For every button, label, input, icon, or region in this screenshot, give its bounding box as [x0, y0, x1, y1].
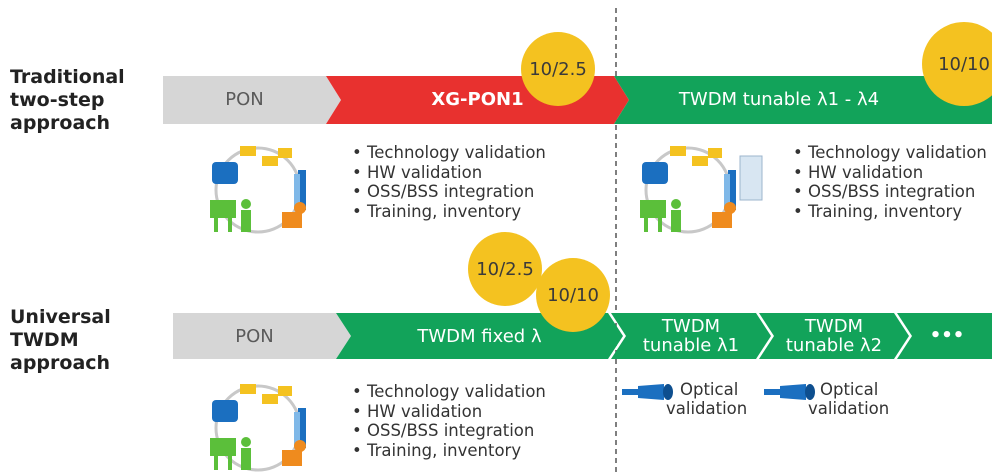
universal-pon-label: PON	[235, 326, 274, 347]
list-item: HW validation	[352, 402, 546, 422]
optical-validation-label-1: Optical	[680, 380, 739, 399]
list-item: HW validation	[793, 163, 987, 183]
traditional-bitrate-badge-a: 10/2.5	[521, 32, 595, 106]
list-item: Training, inventory	[352, 441, 546, 461]
traditional-bullets-left: Technology validation HW validation OSS/…	[352, 143, 546, 221]
list-item: Training, inventory	[793, 202, 987, 222]
list-item: OSS/BSS integration	[793, 182, 987, 202]
universal-tunable1-arrow	[611, 313, 771, 359]
network-loop-icon	[210, 146, 306, 234]
list-item: Technology validation	[352, 382, 546, 402]
traditional-pon-arrow	[163, 76, 341, 124]
universal-twdm-fixed-label: TWDM fixed λ	[417, 326, 542, 347]
list-item: OSS/BSS integration	[352, 421, 546, 441]
universal-pon-arrow	[173, 313, 351, 359]
traditional-pon-label: PON	[225, 89, 264, 110]
universal-bitrate-badge-b: 10/10	[536, 258, 610, 332]
optical-validation-label-2b: validation	[808, 399, 890, 418]
optical-validation-label-2: Optical	[820, 380, 879, 399]
traditional-twdm-label: TWDM tunable λ1 - λ4	[678, 89, 880, 110]
universal-bullets: Technology validation HW validation OSS/…	[352, 382, 546, 460]
traditional-twdm-arrow	[614, 76, 992, 124]
universal-bitrate-badge-a: 10/2.5	[468, 232, 542, 306]
list-item: Technology validation	[793, 143, 987, 163]
traditional-bullets-right: Technology validation HW validation OSS/…	[793, 143, 987, 221]
universal-more-arrow	[897, 313, 992, 359]
universal-tunable2-label: TWDM tunable λ2	[785, 316, 883, 356]
universal-tunable2-arrow	[759, 313, 909, 359]
list-item: OSS/BSS integration	[352, 182, 546, 202]
traditional-bitrate-badge-b: 10/10	[922, 22, 992, 106]
network-loop-icon	[210, 384, 306, 472]
universal-tunable1-label: TWDM tunable λ1	[642, 316, 740, 356]
list-item: Training, inventory	[352, 202, 546, 222]
traditional-xgpon-label: XG-PON1	[431, 89, 524, 110]
network-loop-icon	[640, 146, 763, 234]
optical-connector-icon	[764, 384, 815, 400]
optical-validation-label-1b: validation	[666, 399, 748, 418]
row-label-traditional: Traditional two-step approach	[10, 66, 125, 134]
universal-more-label: •••	[929, 325, 965, 346]
list-item: HW validation	[352, 163, 546, 183]
optical-connector-icon	[622, 384, 673, 400]
list-item: Technology validation	[352, 143, 546, 163]
row-label-universal: Universal TWDM approach	[10, 306, 111, 374]
